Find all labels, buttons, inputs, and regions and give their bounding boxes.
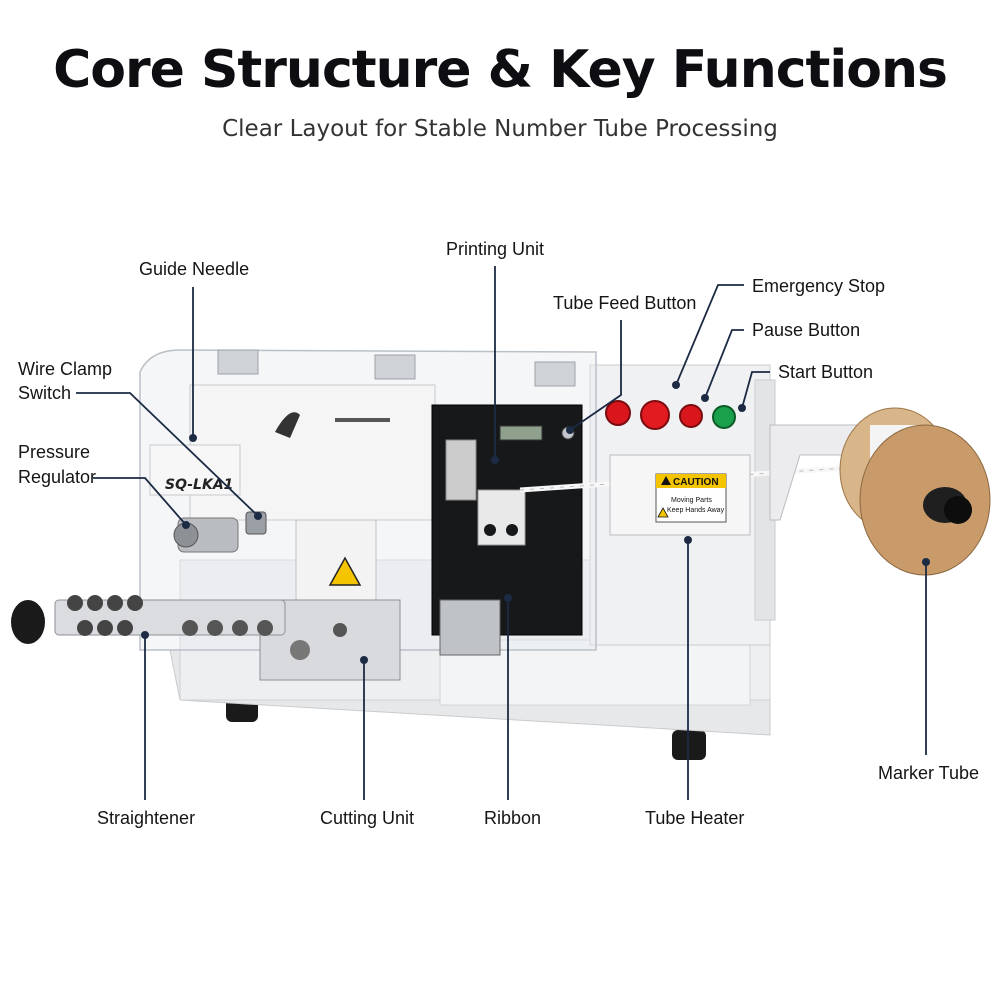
ribbon-feed — [439, 599, 501, 656]
caution-text-1: Moving Parts — [671, 497, 712, 504]
label-pressure-regulator-line-1: Pressure — [18, 442, 91, 462]
model-plate-block — [149, 444, 241, 496]
label-cutting-unit: Cutting Unit — [320, 808, 415, 828]
label-marker-tube: Marker Tube — [878, 763, 980, 783]
cutter-bolt-2 — [333, 623, 347, 637]
label-pressure-regulator-line-2: Regulator — [18, 467, 97, 487]
leader-lines — [76, 266, 927, 800]
label-start-button: Start Button — [778, 362, 874, 382]
leader-tube-feed — [569, 320, 622, 431]
hinge-1 — [217, 349, 259, 375]
caution-header — [656, 474, 726, 488]
pause-button[interactable] — [679, 404, 703, 428]
bracket-hole-2 — [506, 524, 518, 536]
caution-label: CAUTION — [673, 477, 719, 488]
hinge-3 — [534, 361, 576, 387]
spool-hub-cap — [944, 496, 972, 524]
model-plate: SQ-LKA1 — [165, 477, 233, 493]
page-title: Core Structure & Key Functions — [53, 40, 948, 100]
label-wire-clamp-line-2: Switch — [18, 383, 72, 403]
leader-dots — [141, 381, 930, 664]
straightener-knob[interactable] — [11, 600, 45, 644]
label-guide-needle: Guide Needle — [139, 259, 250, 279]
cutter-bolt — [290, 640, 310, 660]
guide-slot — [275, 412, 300, 438]
start-button[interactable] — [712, 405, 736, 429]
label-ribbon: Ribbon — [484, 808, 542, 828]
leader-emergency-stop — [675, 284, 744, 386]
leader-pressure-regulator — [93, 477, 187, 526]
hand-warning-icon — [657, 507, 669, 518]
straightener-rollers — [67, 595, 273, 636]
label-emergency-stop: Emergency Stop — [752, 276, 886, 296]
print-head-block — [445, 439, 477, 501]
red-button-1[interactable] — [605, 400, 631, 426]
label-pause-button: Pause Button — [752, 320, 861, 340]
emergency-stop-button[interactable] — [640, 400, 670, 430]
label-printing-unit: Printing Unit — [446, 239, 545, 259]
hinge-2 — [374, 354, 416, 380]
label-tube-feed-button: Tube Feed Button — [553, 293, 697, 313]
cutting-unit-cover — [295, 519, 377, 616]
label-wire-clamp-line-1: Wire Clamp — [18, 359, 113, 379]
leader-start — [741, 371, 770, 409]
feed-slot — [335, 418, 390, 422]
page-subtitle: Clear Layout for Stable Number Tube Proc… — [222, 116, 778, 142]
printer-display — [499, 425, 543, 441]
ribbon-bracket — [477, 489, 526, 546]
bracket-hole-1 — [484, 524, 496, 536]
label-tube-heater: Tube Heater — [645, 808, 745, 828]
warning-triangle-icon — [328, 556, 362, 586]
caution-text-2: Keep Hands Away — [667, 507, 725, 514]
machine-foot-right — [672, 730, 706, 760]
leader-pause — [704, 329, 744, 399]
caution-triangle-icon — [661, 476, 671, 485]
label-straightener: Straightener — [97, 808, 196, 828]
leader-wire-clamp — [76, 392, 259, 517]
